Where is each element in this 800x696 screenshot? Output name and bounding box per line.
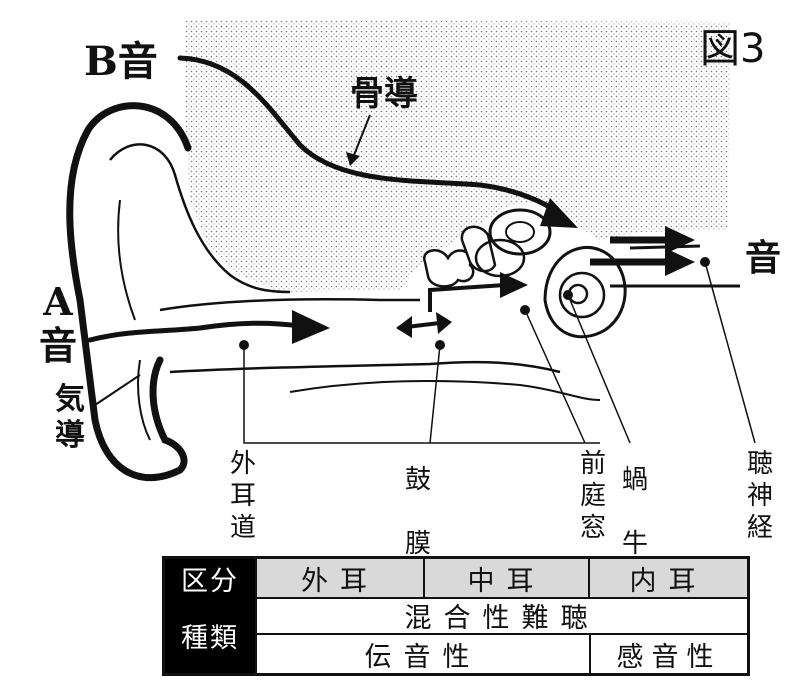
conductive-hearing-loss: 伝音性 bbox=[364, 641, 482, 673]
pinna-outline bbox=[66, 102, 192, 482]
canal-lower-tissue bbox=[289, 379, 601, 401]
b-sound-label: B音 bbox=[84, 38, 158, 85]
semicircular-canal-1 bbox=[488, 208, 552, 256]
pinna-inner bbox=[109, 143, 291, 294]
bone-conduction-path bbox=[177, 55, 563, 218]
label-cochlea: 蝸牛 bbox=[621, 465, 648, 559]
bone-label-pointer bbox=[351, 114, 371, 161]
bone-label-pointer-head bbox=[346, 152, 360, 166]
division-outer: 外耳 bbox=[255, 559, 423, 597]
ear-canal-bottom bbox=[169, 360, 561, 374]
label-outer-ear-canal: 外耳道 bbox=[229, 449, 256, 543]
cochlea-shape bbox=[543, 245, 627, 339]
ossicles bbox=[422, 249, 475, 288]
cochlea-spiral-outer bbox=[558, 271, 606, 319]
eardrum-arrowhead-left bbox=[396, 316, 412, 338]
middle-ear-arrowhead bbox=[500, 272, 528, 298]
ear-canal-top bbox=[159, 298, 420, 312]
semicircular-canal-2 bbox=[505, 221, 535, 243]
bone-region bbox=[185, 20, 730, 292]
sound-out-label: 音 bbox=[745, 237, 781, 279]
sensorineural-hearing-loss: 感音性 bbox=[589, 635, 747, 673]
table-header-division: 区分 bbox=[165, 559, 255, 597]
division-inner: 内耳 bbox=[588, 559, 747, 597]
air-label-pointer bbox=[94, 374, 141, 406]
bone-conduction-arrowhead bbox=[540, 198, 578, 228]
figure-label: 図3 bbox=[700, 26, 765, 72]
bone-conduction-label: 骨導 bbox=[350, 74, 418, 114]
leader-lines bbox=[243, 261, 756, 444]
mixed-hearing-loss: 混合性難聴 bbox=[404, 602, 600, 634]
hearing-loss-table: 区分 外耳 中耳 内耳 種類 混合性難聴 伝音性 感音性 bbox=[162, 556, 750, 676]
label-eardrum: 鼓膜 bbox=[404, 465, 431, 559]
air-conduction-label: 気導 bbox=[55, 382, 85, 453]
air-conduction-arrowhead bbox=[292, 310, 330, 344]
middle-ear-path bbox=[428, 283, 506, 312]
table-header-type: 種類 bbox=[165, 597, 255, 673]
air-conduction-path bbox=[87, 320, 303, 343]
label-auditory-nerve: 聴神経 bbox=[746, 449, 773, 543]
division-middle: 中耳 bbox=[423, 559, 588, 597]
output-arrow-2-head bbox=[665, 248, 695, 276]
eardrum-arrowhead-right bbox=[436, 312, 452, 334]
output-arrow-1-head bbox=[665, 226, 695, 254]
pinna-fold bbox=[117, 199, 151, 441]
label-oval-window: 前庭窓 bbox=[579, 449, 606, 543]
